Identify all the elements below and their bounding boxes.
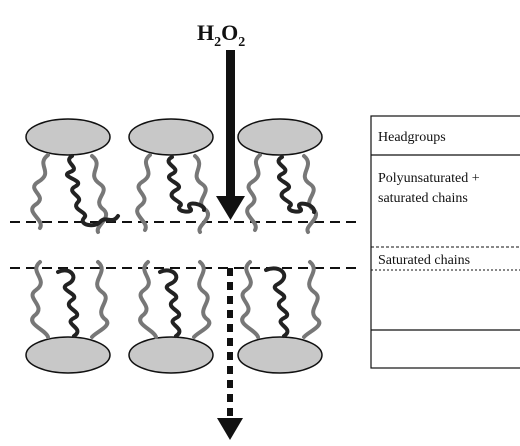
- saturated-chain: [245, 153, 262, 232]
- headgroup: [25, 118, 111, 156]
- polyunsaturated-chain: [158, 268, 182, 338]
- bottom-headgroups: [25, 336, 323, 374]
- bottom-leaflet-chains: [30, 260, 322, 339]
- legend-table: Headgroups Polyunsaturated + saturated c…: [370, 115, 520, 369]
- headgroup: [128, 336, 214, 374]
- legend-polyunsaturated-line2: saturated chains: [378, 191, 468, 206]
- saturated-chain: [138, 260, 158, 339]
- saturated-chain: [302, 154, 318, 234]
- polyunsaturated-chain: [276, 155, 316, 214]
- saturated-chain: [90, 260, 110, 339]
- legend-polyunsaturated-line1: Polyunsaturated +: [378, 171, 480, 186]
- saturated-chain: [302, 260, 322, 339]
- saturated-chain: [192, 260, 212, 339]
- saturated-chain: [135, 153, 152, 232]
- polyunsaturated-chain: [166, 155, 206, 214]
- legend-saturated: Saturated chains: [378, 253, 470, 268]
- polyunsaturated-chain: [56, 268, 80, 338]
- top-leaflet-chains: [30, 153, 318, 234]
- polyunsaturated-chain: [65, 154, 120, 228]
- penetration-arrow: [217, 268, 243, 440]
- headgroup: [237, 118, 323, 156]
- saturated-chain: [30, 260, 50, 339]
- legend-headgroups: Headgroups: [378, 130, 446, 145]
- incoming-arrow: [216, 50, 245, 220]
- saturated-chain: [30, 153, 50, 230]
- headgroup: [128, 118, 214, 156]
- headgroup: [237, 336, 323, 374]
- h2o2-label: H2O2: [197, 20, 245, 50]
- polyunsaturated-chain: [264, 266, 290, 338]
- top-headgroups: [25, 118, 323, 156]
- headgroup: [25, 336, 111, 374]
- saturated-chain: [240, 260, 260, 339]
- saturated-chain: [193, 154, 210, 234]
